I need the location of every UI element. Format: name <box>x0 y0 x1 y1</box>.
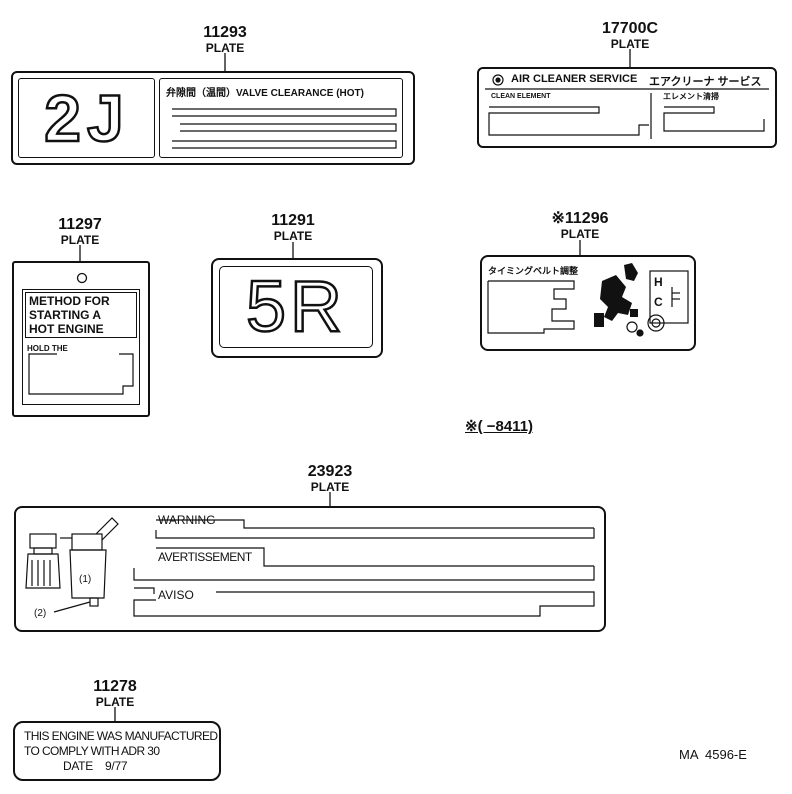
hanging-hole <box>76 272 88 284</box>
aviso-label: AVISO <box>158 588 194 602</box>
clean-element-caption: CLEAN ELEMENT <box>491 93 551 100</box>
plate-11297: METHOD FOR STARTING A HOT ENGINE HOLD TH… <box>12 261 150 417</box>
adr-line-1: THIS ENGINE WAS MANUFACTURED <box>24 729 218 743</box>
warning-graphics <box>25 517 595 617</box>
starting-method-panel: METHOD FOR STARTING A HOT ENGINE HOLD TH… <box>22 289 140 405</box>
blank-value-fields <box>172 108 397 149</box>
part-type: PLATE <box>95 695 135 709</box>
clean-element-caption-jp: エレメント清掃 <box>663 92 719 101</box>
valve-clearance-panel: 弁隙間（温間）VALVE CLEARANCE (HOT) <box>159 78 403 158</box>
plate-23923: WARNING AVERTISSEMENT AVISO (1) (2) <box>14 506 606 632</box>
plate-11293: 2J 弁隙間（温間）VALVE CLEARANCE (HOT) <box>11 71 415 165</box>
label-11291: 11291 PLATE <box>258 212 328 243</box>
engine-code: 2J <box>43 81 130 155</box>
label-11293: 11293 PLATE <box>190 24 260 55</box>
serial-range-note: ※( −8411) <box>465 418 534 435</box>
plate-11278: THIS ENGINE WAS MANUFACTURED TO COMPLY W… <box>13 721 221 781</box>
part-type: PLATE <box>310 480 350 494</box>
callout-2: (2) <box>34 608 47 619</box>
method-line-2: STARTING A <box>29 308 101 322</box>
plate-11296: タイミングベルト調整 H C <box>480 255 696 351</box>
part-number: 11291 <box>271 212 315 229</box>
hold-the-caption: HOLD THE <box>27 344 68 353</box>
part-number: 11293 <box>203 24 247 41</box>
part-type: PLATE <box>60 233 100 247</box>
adr-line-3: DATE 9/77 <box>63 759 128 773</box>
method-line-3: HOT ENGINE <box>29 322 104 336</box>
label-17700c: 17700C PLATE <box>590 20 670 51</box>
gauge-c-label: C <box>654 295 663 309</box>
timing-belt-header: タイミングベルト調整 <box>488 266 579 276</box>
callout-1: (1) <box>79 574 92 585</box>
method-text-box: METHOD FOR STARTING A HOT ENGINE <box>25 292 137 338</box>
label-23923: 23923 PLATE <box>295 463 365 494</box>
plate-11291: 5R <box>211 258 383 358</box>
part-number: ※11296 <box>551 210 609 227</box>
part-type: PLATE <box>273 229 313 243</box>
air-cleaner-header: AIR CLEANER SERVICE <box>511 73 638 85</box>
label-11297: 11297 PLATE <box>45 216 115 247</box>
engine-code-panel: 2J <box>18 78 155 158</box>
label-11296: ※11296 PLATE <box>535 210 625 241</box>
warning-label: WARNING <box>158 513 216 527</box>
timing-belt-graphics <box>487 263 689 337</box>
adr-line-2: TO COMPLY WITH ADR 30 <box>24 744 160 758</box>
avertissement-label: AVERTISSEMENT <box>158 550 252 564</box>
plate-17700c: AIR CLEANER SERVICE エアクリーナ サービス CLEAN EL… <box>477 67 777 148</box>
figure-code: MA 4596-E <box>679 747 747 762</box>
part-type: PLATE <box>610 37 650 51</box>
engine-code-panel: 5R <box>219 266 373 348</box>
engine-code: 5R <box>245 267 347 347</box>
air-cleaner-graphics <box>485 74 769 139</box>
method-line-1: METHOD FOR <box>29 294 110 308</box>
gauge-h-label: H <box>654 275 663 289</box>
part-number: 23923 <box>307 463 353 480</box>
blank-instruction-area <box>28 353 134 395</box>
part-type: PLATE <box>205 41 245 55</box>
air-cleaner-header-jp: エアクリーナ サービス <box>649 76 762 88</box>
part-number: 11278 <box>93 678 137 695</box>
part-number: 11297 <box>58 216 102 233</box>
part-number: 17700C <box>601 20 659 37</box>
valve-clearance-header: 弁隙間（温間）VALVE CLEARANCE (HOT) <box>166 88 364 99</box>
part-type: PLATE <box>560 227 600 241</box>
label-11278: 11278 PLATE <box>80 678 150 709</box>
